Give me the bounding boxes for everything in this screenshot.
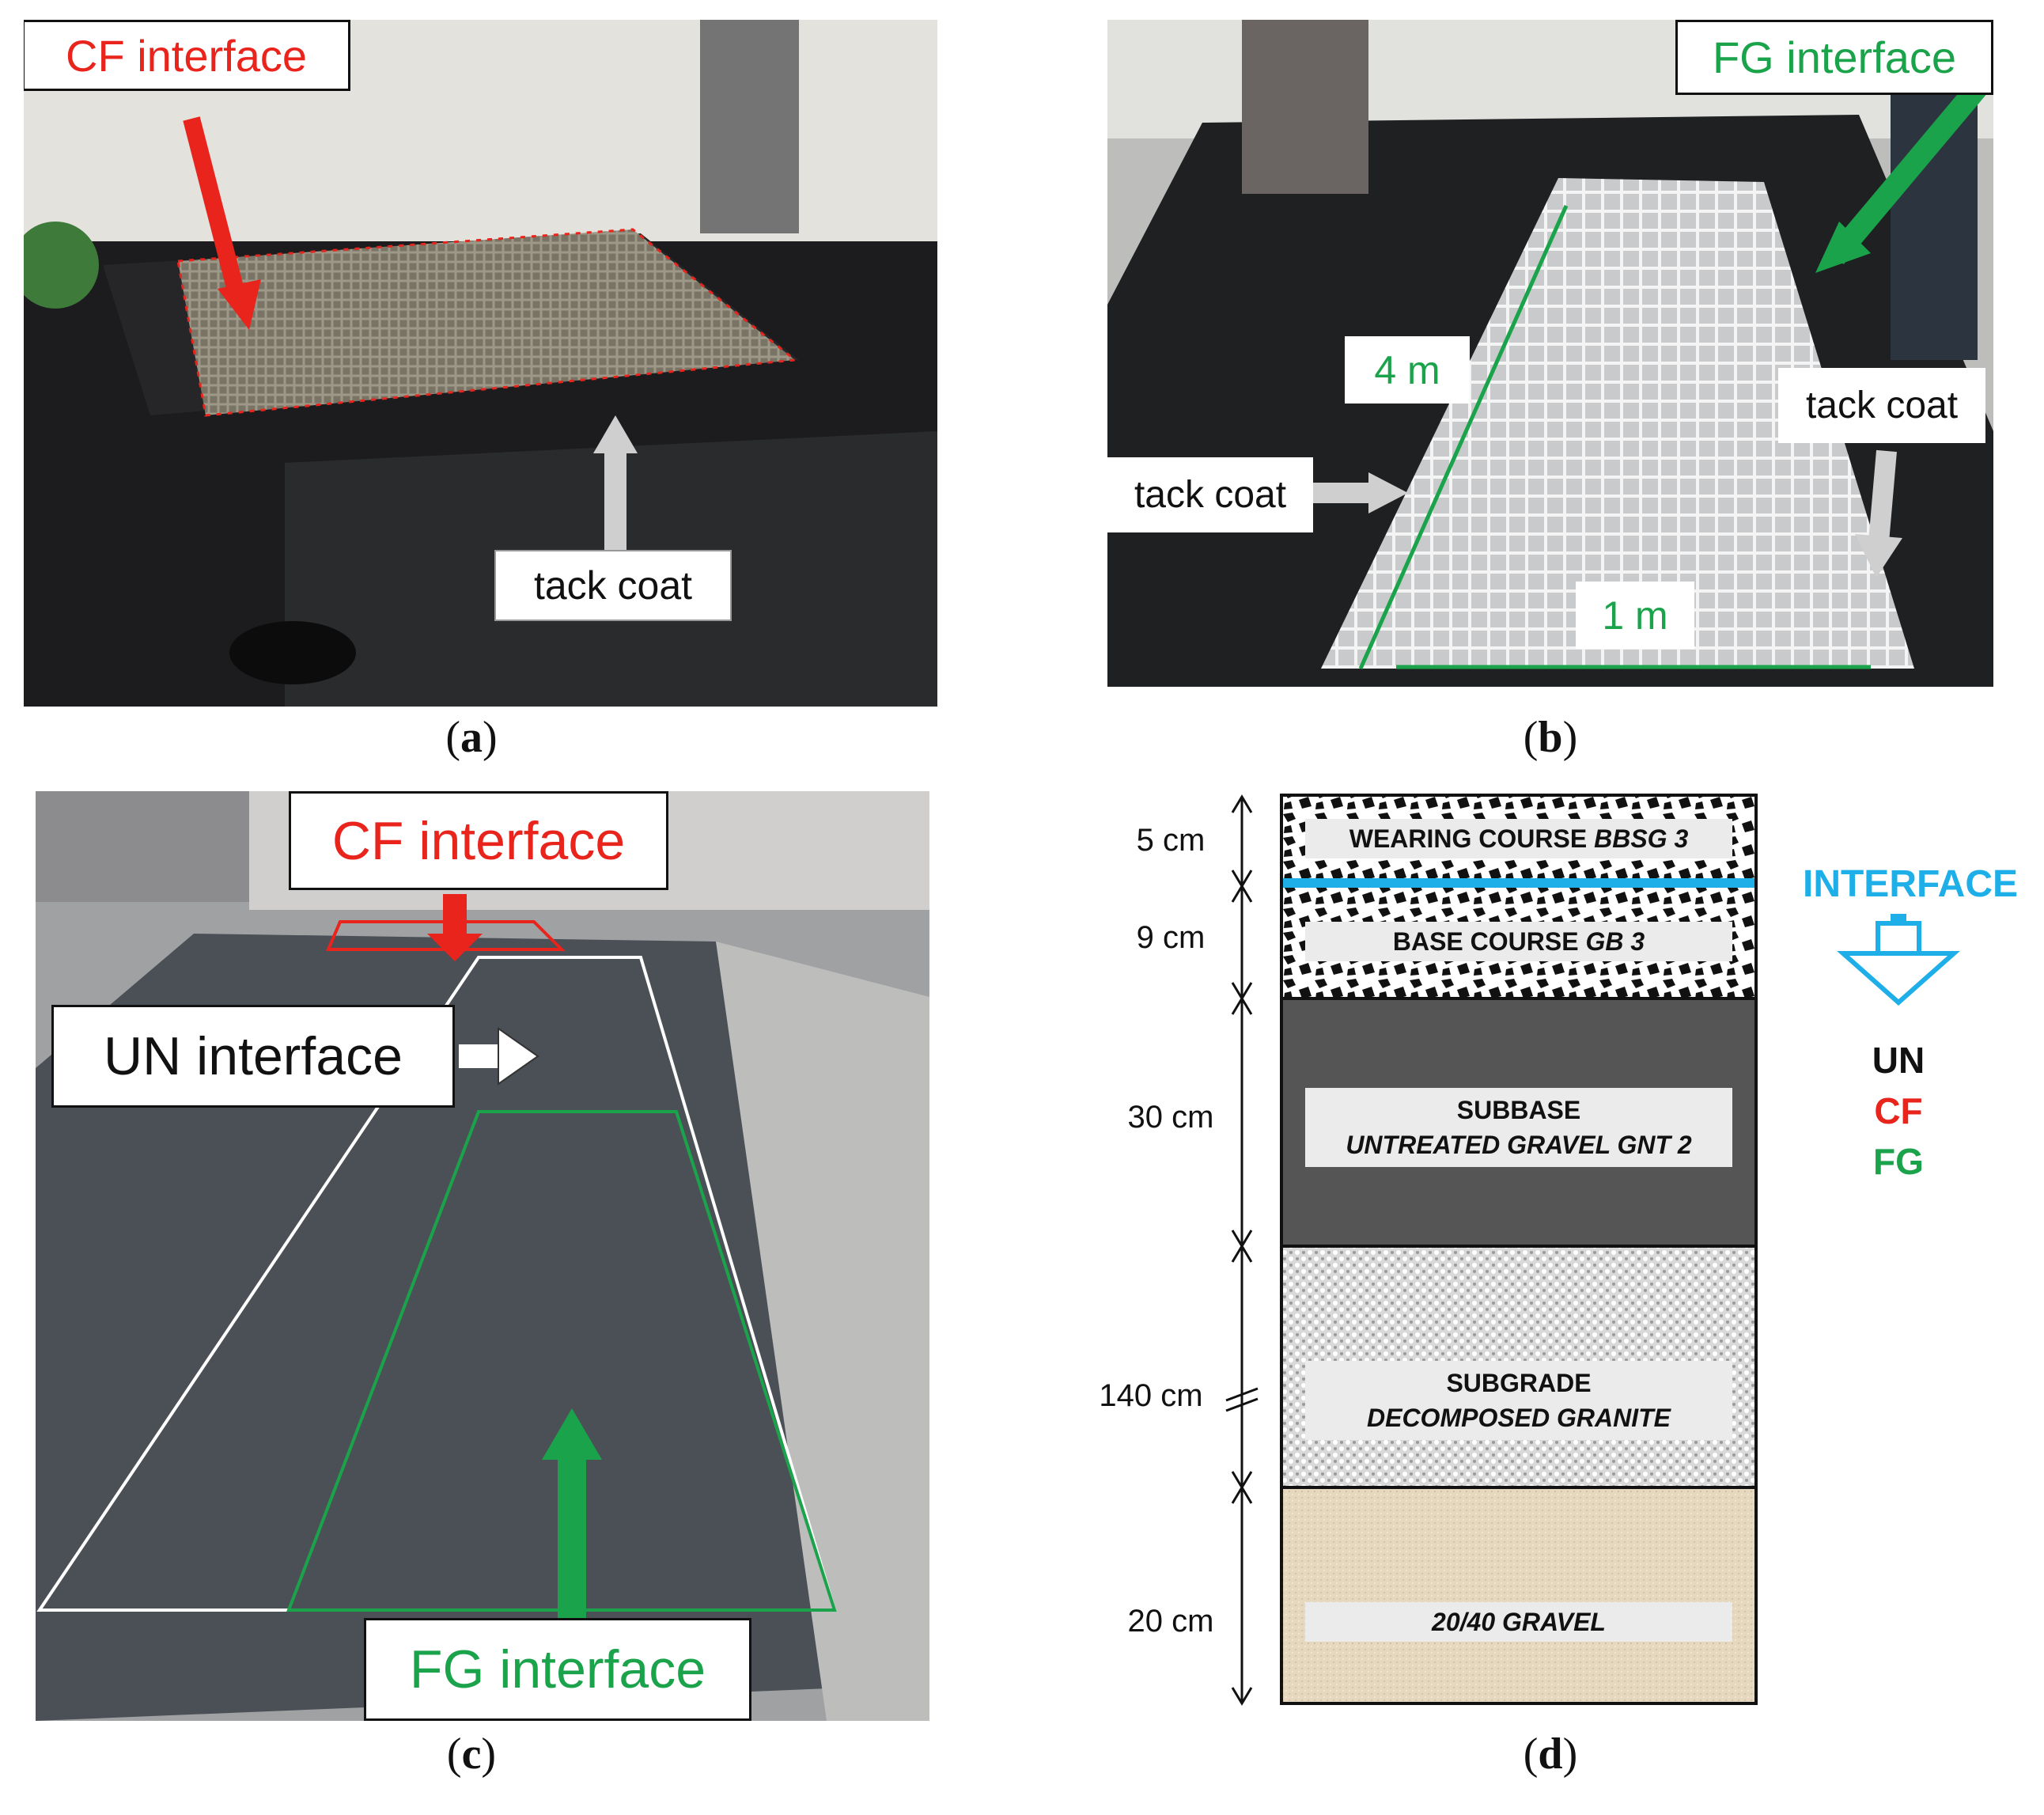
un-arrow-head [498,1027,539,1086]
photo-panel-b: FG interface 4 m 1 m tack coat tack coat [1107,20,1993,687]
photo-panel-a: CF interface tack coat [24,20,937,707]
caption-d: (d) [1523,1730,1578,1779]
cf-arrow-head [218,279,261,330]
ribbed-pipe [700,20,799,233]
fg-interface-callout: FG interface [364,1618,751,1721]
fg-arrow-head [1815,222,1871,273]
un-interface-label: UN interface [104,1026,403,1086]
width-label-box: 1 m [1576,582,1694,649]
column-frame [1280,794,1758,1705]
fg-interface-callout: FG interface [1675,20,1993,95]
layer-label-subbase: SUBBASE UNTREATED GRAVEL GNT 2 [1305,1088,1732,1167]
fg-interface-label: FG interface [1712,32,1957,82]
length-label-box: 4 m [1345,336,1470,404]
gravel-layer [1281,1487,1756,1703]
interface-title: INTERFACE [1802,863,2018,905]
thickness-label-subgrade: 140 cm [1099,1378,1203,1413]
tack-coat-right-callout: tack coat [1778,368,1985,443]
fg-zone-outline [286,1110,837,1612]
fg-arrow-head [542,1408,602,1460]
thickness-dimension-axis [1225,794,1259,1706]
interface-arrow-head [1837,951,1960,1006]
caption-b: (b) [1523,713,1578,762]
pavement-cross-section-panel: 5 cm 9 cm 30 cm 140 cm 20 cm WEARING COU… [1060,787,2044,1721]
interface-type-un: UN [1872,1040,1925,1081]
tack-coat-label: tack coat [533,563,693,608]
cf-interface-label: CF interface [66,30,307,81]
interface-arrow-shaft [1876,921,1921,956]
tack-coat-right-label: tack coat [1805,385,1959,426]
length-dimension-line [1358,204,1569,670]
caption-a: (a) [445,713,498,762]
cf-arrow-shaft [183,116,246,299]
cf-arrow-head [427,934,483,961]
tack-coat-callout: tack coat [494,550,732,621]
rolling-shutter [36,791,249,902]
tack-coat-left-label: tack coat [1134,474,1287,516]
interface-type-cf: CF [1874,1090,1923,1131]
thickness-label-subbase: 30 cm [1127,1100,1214,1135]
interface-type-fg: FG [1873,1141,1924,1182]
length-label: 4 m [1374,347,1440,392]
fiberglass-grid [1321,178,1914,669]
thickness-label-gravel: 20 cm [1127,1604,1214,1639]
width-label: 1 m [1602,593,1668,638]
layer-label-gravel: 20/40 GRAVEL [1305,1602,1732,1642]
photo-panel-c: CF interface UN interface FG interface [36,791,929,1721]
tack-arrow-head [593,415,638,453]
layer-label-wearing: WEARING COURSE BBSG 3 [1305,819,1732,858]
layer-label-subgrade: SUBGRADE DECOMPOSED GRANITE [1305,1361,1732,1440]
thickness-label-wearing: 5 cm [1136,823,1206,858]
green-cylinder [24,222,99,309]
carbon-fiber-grid [176,228,798,417]
layer-label-base: BASE COURSE GB 3 [1305,922,1732,961]
thickness-label-base: 9 cm [1136,920,1206,955]
interface-line [1281,878,1756,888]
cf-interface-label: CF interface [331,810,626,871]
worker-left [1242,20,1368,194]
cf-interface-callout: CF interface [24,20,350,91]
cf-zone-outline [325,920,566,951]
un-interface-callout: UN interface [51,1005,455,1108]
fg-interface-label: FG interface [409,1639,706,1699]
caption-c: (c) [446,1730,497,1779]
cf-interface-callout: CF interface [289,791,668,890]
tack-coat-left-callout: tack coat [1107,457,1313,532]
pavement-surface [36,934,906,1721]
